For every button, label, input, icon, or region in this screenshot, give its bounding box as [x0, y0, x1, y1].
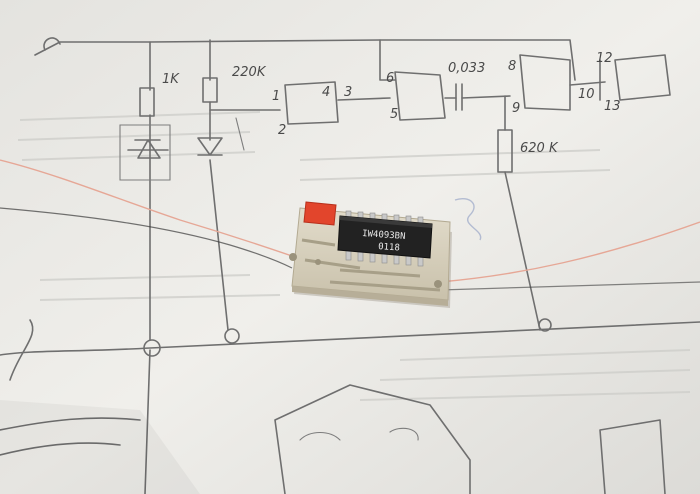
capacitor-label: 0,033	[448, 61, 485, 76]
red-component	[303, 201, 337, 226]
resistor-620k-label: 620 K	[520, 141, 559, 156]
right-wire	[439, 221, 700, 283]
pencil-schematic	[0, 37, 700, 494]
chip-date-code: 0118	[378, 242, 400, 253]
pin-1-label: 1	[272, 89, 280, 104]
pin-6-label: 6	[386, 71, 394, 86]
pcb-board: IW4093BN 0118	[289, 201, 452, 308]
wire-shadow	[0, 207, 293, 269]
pin-13-label: 13	[604, 99, 621, 114]
blue-ink-mark	[454, 198, 482, 241]
shadow-vignette	[0, 400, 200, 494]
resistor-220k-label: 220K	[232, 65, 267, 80]
pin-4-label: 4	[322, 85, 330, 100]
resistor-1k-label: 1K	[162, 72, 180, 87]
pin-12-label: 12	[596, 51, 613, 66]
pin-3-label: 3	[344, 85, 352, 100]
pin-8-label: 8	[508, 59, 516, 74]
chip-part-number: IW4093BN	[362, 229, 406, 242]
ic-pins	[345, 210, 424, 267]
pin-10-label: 10	[578, 87, 595, 102]
ic-body	[337, 215, 433, 259]
pin-9-label: 9	[512, 101, 520, 116]
pin-2-label: 2	[278, 123, 286, 138]
wire-shadow-right	[439, 281, 700, 291]
left-wire	[0, 159, 293, 257]
pin-5-label: 5	[390, 107, 398, 122]
